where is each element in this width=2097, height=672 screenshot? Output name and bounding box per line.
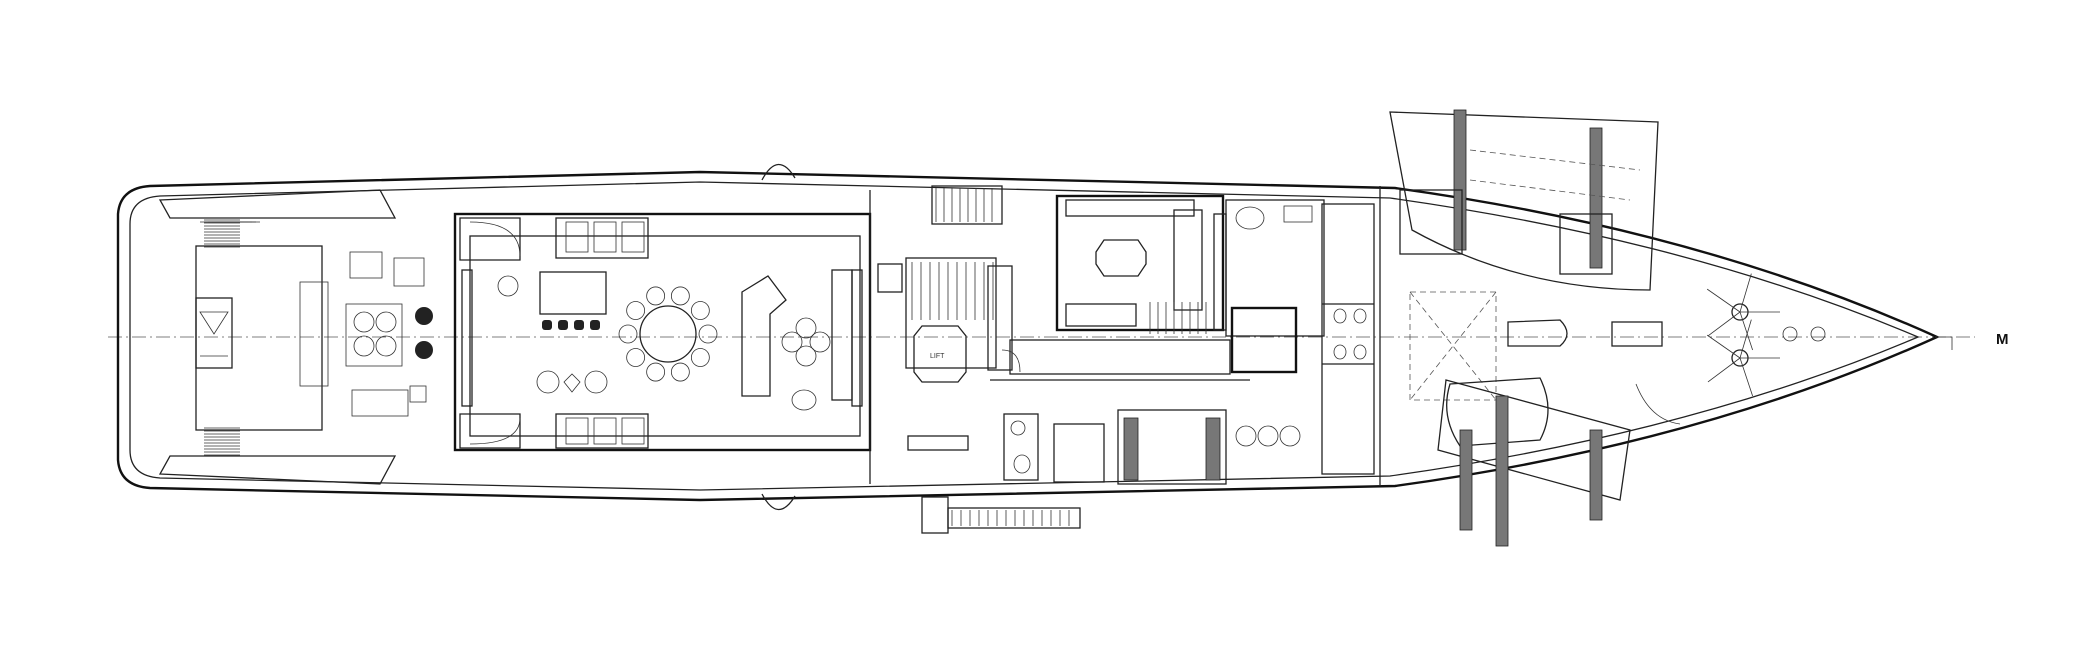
stabilizer-fin-top bbox=[761, 163, 796, 181]
dining-chair bbox=[690, 348, 710, 367]
mid-section: LIFT bbox=[869, 185, 1381, 486]
dining-chair bbox=[690, 301, 710, 320]
mooring-line bbox=[1739, 273, 1752, 313]
hull-outline bbox=[116, 170, 1953, 502]
sofa bbox=[741, 275, 787, 397]
mooring-line bbox=[1739, 357, 1753, 397]
section-marker: M bbox=[1996, 331, 2009, 348]
jet-ski bbox=[1507, 319, 1568, 347]
dining-chair bbox=[646, 362, 666, 382]
mooring-line bbox=[1706, 288, 1741, 313]
galley bbox=[1055, 194, 1225, 332]
stabilizer-fin-bottom bbox=[761, 493, 796, 511]
mooring-line bbox=[1739, 319, 1752, 359]
bar-stool bbox=[590, 320, 600, 330]
mooring-line bbox=[1707, 311, 1741, 337]
lift-label: LIFT bbox=[930, 353, 945, 360]
mooring-line bbox=[1706, 334, 1741, 359]
lift bbox=[913, 325, 967, 383]
bar-stool bbox=[558, 320, 568, 330]
dining-chair bbox=[670, 362, 690, 382]
dining-chair bbox=[670, 286, 690, 306]
dining-chair bbox=[698, 324, 718, 344]
foredeck bbox=[1389, 109, 1826, 547]
dining-table bbox=[639, 305, 697, 363]
mooring-line bbox=[1739, 311, 1753, 351]
tender-boat bbox=[1446, 377, 1549, 447]
gangway bbox=[921, 496, 1081, 534]
mooring-line bbox=[1707, 357, 1741, 383]
main-salon bbox=[453, 212, 872, 452]
bar-stool bbox=[542, 320, 552, 330]
bar-stool bbox=[574, 320, 584, 330]
dining-chair bbox=[626, 348, 646, 367]
dining-chair bbox=[646, 286, 666, 306]
dining-chair bbox=[618, 324, 638, 344]
aft-deck bbox=[158, 189, 433, 485]
dining-chair bbox=[626, 301, 646, 320]
